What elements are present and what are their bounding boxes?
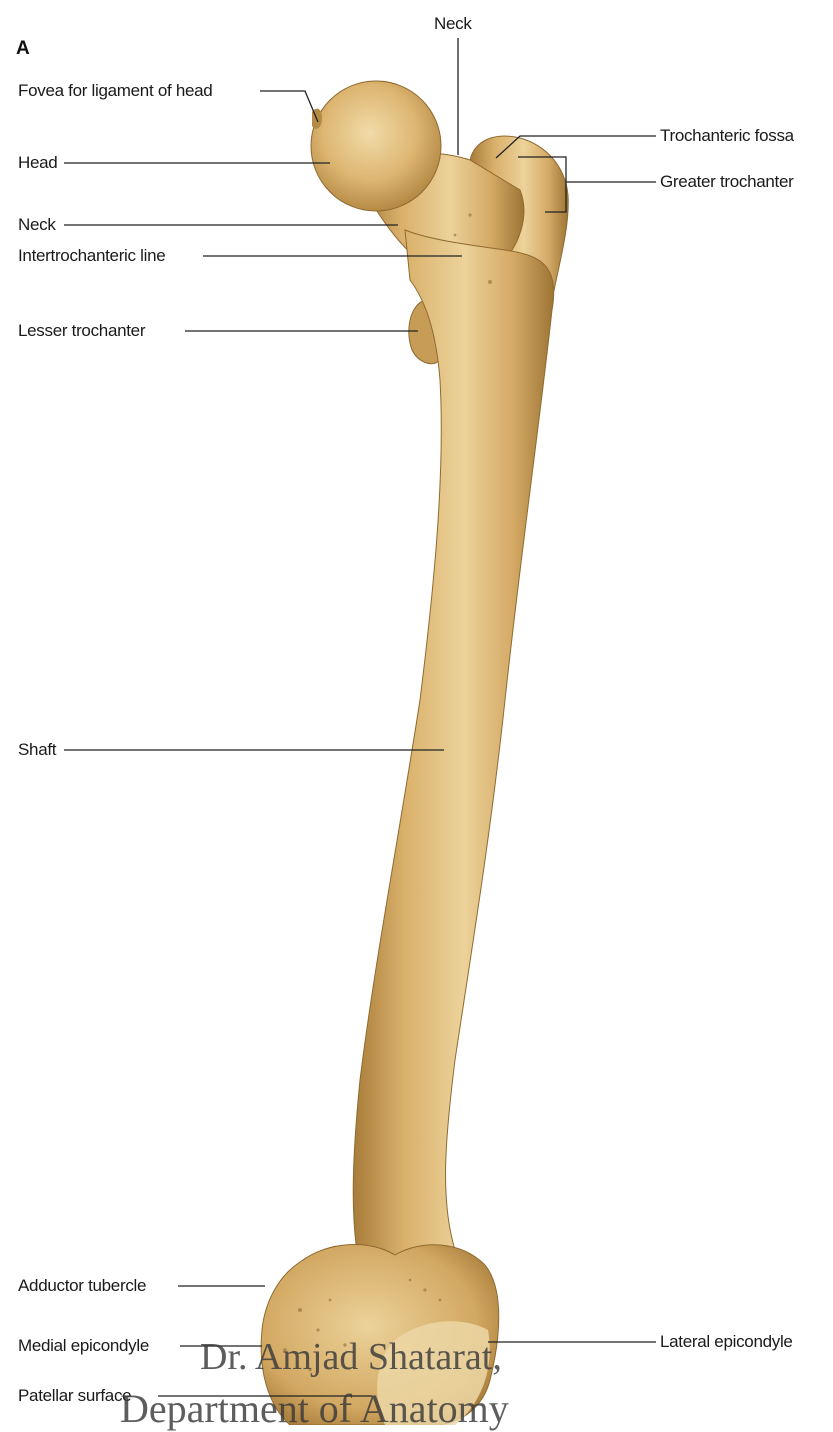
- watermark-line-1: Dr. Amjad Shatarat,: [200, 1335, 502, 1379]
- label-medial-epicondyle: Medial epicondyle: [18, 1336, 149, 1356]
- label-neck-top: Neck: [434, 14, 472, 34]
- label-patellar-surface: Patellar surface: [18, 1386, 131, 1406]
- label-lateral-epicondyle: Lateral epicondyle: [660, 1332, 793, 1352]
- label-lesser-trochanter: Lesser trochanter: [18, 321, 145, 341]
- head-shape: [311, 81, 441, 211]
- label-neck-left: Neck: [18, 215, 56, 235]
- label-greater-trochanter: Greater trochanter: [660, 172, 794, 192]
- panel-letter: A: [16, 38, 30, 60]
- label-head: Head: [18, 153, 57, 173]
- label-intertrochanteric-line: Intertrochanteric line: [18, 246, 165, 266]
- label-adductor-tubercle: Adductor tubercle: [18, 1276, 146, 1296]
- label-shaft: Shaft: [18, 740, 56, 760]
- label-fovea: Fovea for ligament of head: [18, 81, 212, 101]
- label-trochanteric-fossa: Trochanteric fossa: [660, 126, 794, 146]
